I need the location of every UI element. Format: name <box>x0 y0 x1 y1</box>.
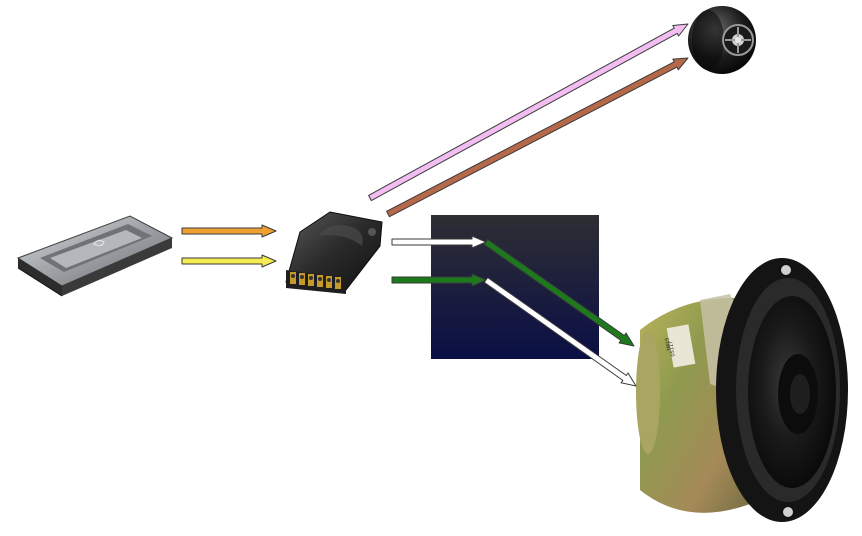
green-wire-arrow-to-woofer <box>483 239 635 347</box>
woofer-label-line2: 05117 <box>668 340 677 357</box>
wires <box>181 23 689 387</box>
crossover-terminals <box>290 272 341 289</box>
crossover <box>285 211 383 294</box>
junction-box <box>431 215 599 359</box>
green-wire-arrow-to-box <box>391 273 487 287</box>
white-wire-arrow-to-woofer <box>483 277 637 387</box>
woofer-label-line1: 3M15 <box>664 337 672 352</box>
woofer-label: 3M15 05117 <box>664 324 696 368</box>
yellow-wire-arrow <box>181 254 277 268</box>
amplifier <box>16 215 174 297</box>
pink-wire-arrow <box>368 23 689 202</box>
tweeter <box>688 6 756 74</box>
brown-wire-arrow <box>386 57 689 218</box>
amp-logo-icon <box>93 239 105 247</box>
white-wire-arrow-to-box <box>391 235 487 249</box>
woofer: 3M15 05117 <box>636 258 848 522</box>
orange-wire-arrow <box>181 224 277 238</box>
